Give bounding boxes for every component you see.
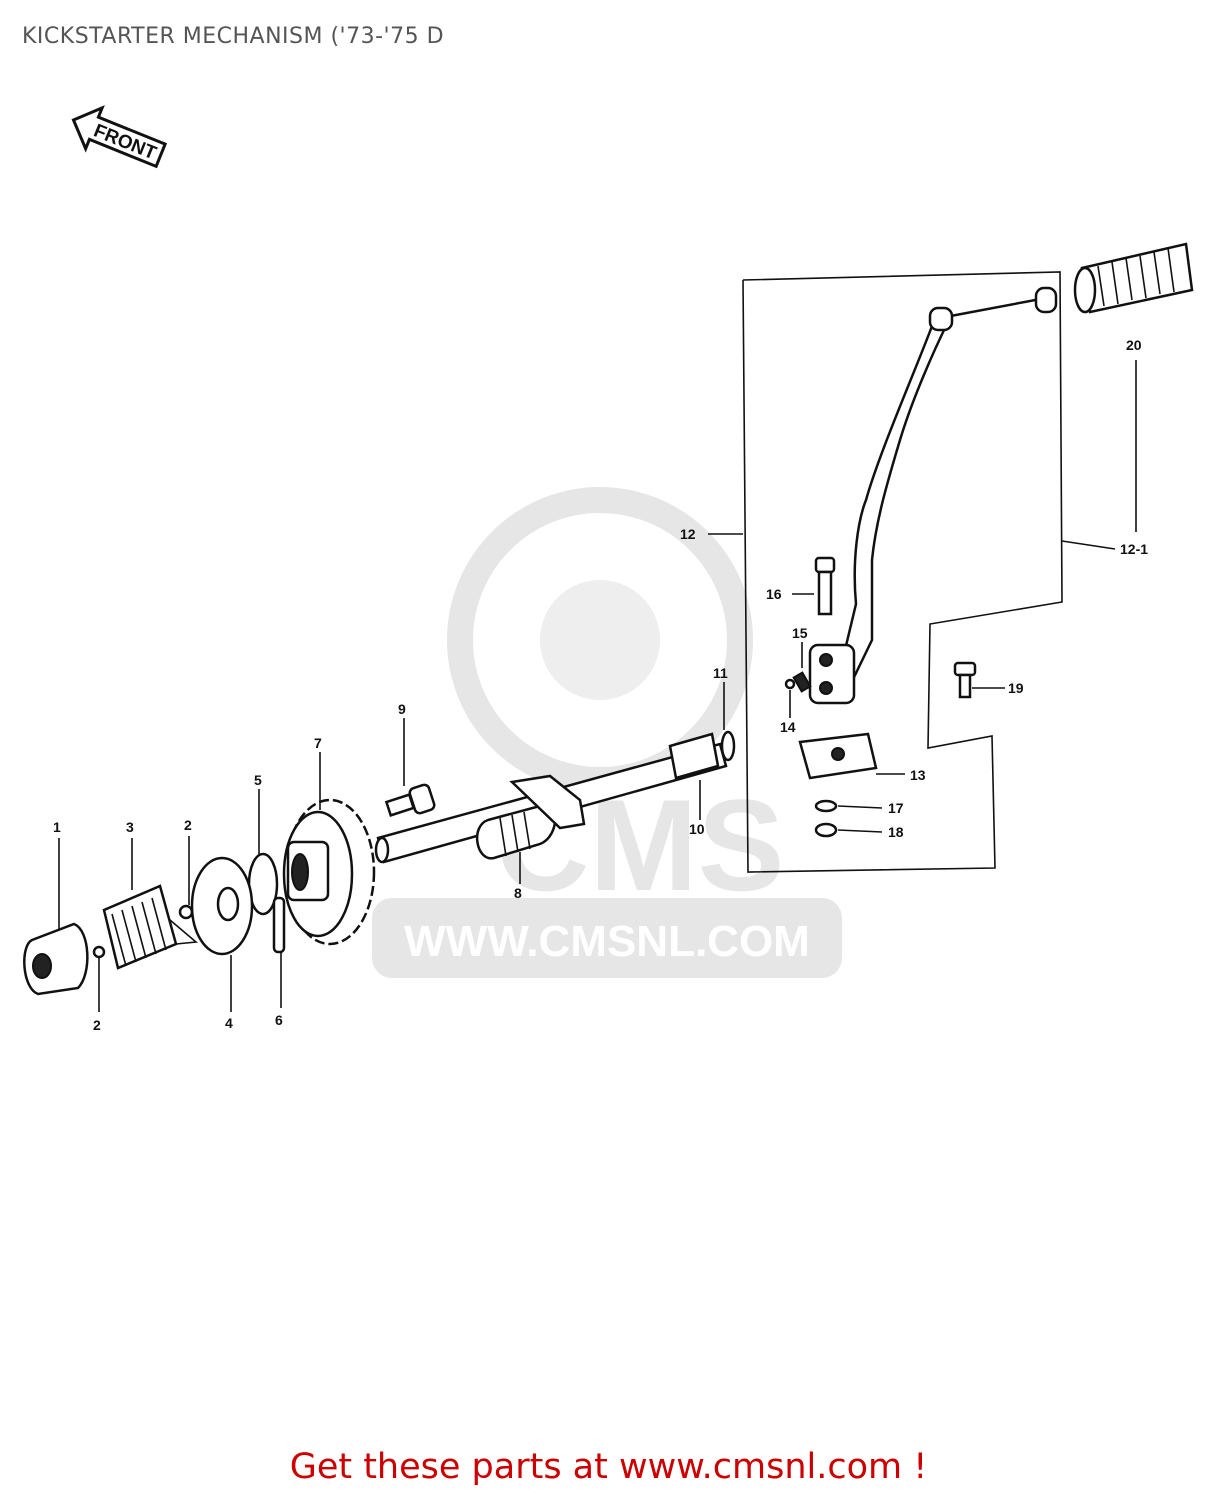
part-17-washer — [814, 799, 838, 813]
part-14-ball — [784, 678, 796, 690]
callout-9: 9 — [398, 701, 406, 717]
kick-pedal — [808, 286, 1058, 705]
pedal-group-outline — [742, 271, 1063, 873]
callout-3: 3 — [126, 819, 134, 835]
watermark-url: WWW.CMSNL.COM — [404, 917, 810, 966]
part-15-spring — [792, 671, 812, 693]
get-parts-link[interactable]: Get these parts at www.cmsnl.com ! — [289, 1447, 928, 1487]
part-2-ring-lower — [92, 945, 106, 959]
callout-12: 12 — [680, 526, 696, 542]
part-1-cap — [23, 922, 89, 996]
callout-8: 8 — [514, 885, 522, 901]
part-20-grip — [1073, 242, 1194, 314]
part-19-bolt — [953, 661, 977, 699]
callout-4: 4 — [225, 1015, 233, 1031]
callout-14: 14 — [780, 719, 796, 735]
part-10-bush — [668, 732, 720, 780]
callout-2-upper: 2 — [184, 817, 192, 833]
part-7-gear — [282, 798, 376, 946]
watermark: WWW.CMSNL.COM CMS — [372, 487, 842, 978]
callout-16: 16 — [766, 586, 782, 602]
callout-10: 10 — [689, 821, 705, 837]
page-title: KICKSTARTER MECHANISM ('73-'75 D — [22, 24, 445, 49]
part-2-ring-upper — [178, 904, 194, 920]
callout-12-1: 12-1 — [1120, 541, 1148, 557]
part-3-spring — [102, 884, 198, 970]
part-11-circlip — [720, 730, 736, 762]
part-9-bolt — [384, 783, 436, 817]
leader-lines — [58, 360, 1137, 1012]
callout-18: 18 — [888, 824, 904, 840]
callout-15: 15 — [792, 625, 808, 641]
callout-7: 7 — [314, 735, 322, 751]
part-8-shaft — [374, 742, 728, 864]
callout-5: 5 — [254, 772, 262, 788]
part-13-clamp — [798, 732, 878, 780]
callout-2-upper-left: 2 — [93, 1017, 101, 1033]
part-4-holder — [190, 856, 254, 956]
callout-6: 6 — [275, 1012, 283, 1028]
part-18-nut — [814, 822, 838, 838]
part-6-pin — [272, 896, 286, 954]
callout-20: 20 — [1126, 337, 1142, 353]
callout-19: 19 — [1008, 680, 1024, 696]
callout-17: 17 — [888, 800, 904, 816]
callout-1: 1 — [53, 819, 61, 835]
part-16-pin — [814, 556, 836, 616]
callout-13: 13 — [910, 767, 926, 783]
callout-11: 11 — [713, 665, 728, 681]
front-arrow: FRONT — [71, 105, 168, 169]
